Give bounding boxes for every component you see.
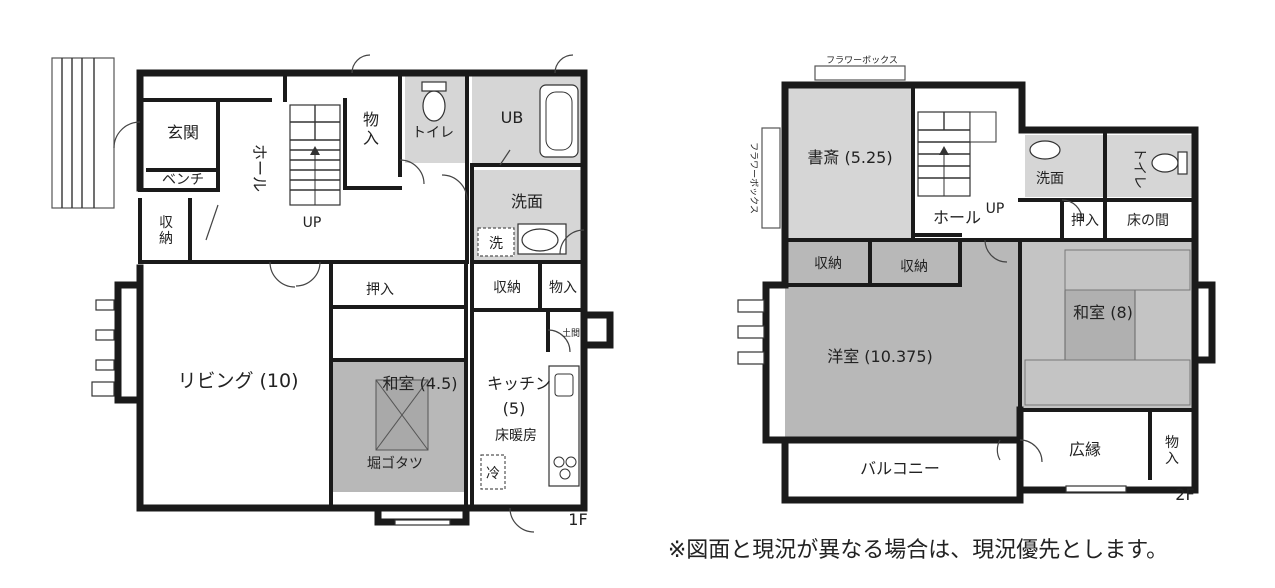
- label-flower-box-side: フラワーボックス: [748, 142, 759, 214]
- label-up-1f: UP: [303, 215, 322, 231]
- room-label-kitchen: キッチン: [487, 374, 551, 393]
- room-label-bench: ベンチ: [162, 172, 204, 188]
- label-floor-heating: 床暖房: [495, 428, 537, 444]
- room-label-shuno-2f-b: 収納: [900, 259, 928, 275]
- label-rei: 冷: [486, 466, 500, 482]
- label-up-2f: UP: [986, 201, 1005, 217]
- room-label-hall: ホール: [250, 144, 269, 192]
- room-label-living: リビング (10): [177, 370, 298, 392]
- room-label-tokonoma: 床の間: [1127, 213, 1169, 229]
- room-label-senmen-2f: 洗面: [1036, 171, 1064, 187]
- room-label-storage-mono: 物入: [363, 110, 379, 147]
- room-label-hall-2f: ホール: [933, 208, 981, 227]
- floor-label-1f: 1F: [568, 510, 587, 529]
- room-label-oshiire-2f: 押入: [1071, 213, 1099, 229]
- room-label-balcony: バルコニー: [860, 459, 940, 478]
- room-label-yoshitsu: 洋室 (10.375): [827, 347, 933, 366]
- floor-1-plan: [51, 54, 614, 533]
- room-label-ub: UB: [501, 108, 524, 127]
- room-label-toilet: トイレ: [412, 125, 454, 141]
- room-label-shosai: 書斎 (5.25): [807, 148, 892, 167]
- room-label-shuno-left: 収納: [159, 215, 173, 247]
- label-flower-box-top: フラワーボックス: [826, 55, 898, 66]
- floor-1-labels: 玄関 ベンチ ホール 物入 トイレ UB 洗面 洗 収納 UP 押入 収納 物入…: [159, 108, 588, 529]
- room-label-shuno-2f-a: 収納: [814, 256, 842, 272]
- floor-label-2f: 2F: [1175, 485, 1194, 504]
- room-label-mono-2f: 物入: [1165, 435, 1179, 467]
- notice-text: ※図面と現況が異なる場合は、現況優先とします。: [668, 538, 1168, 563]
- floor-2-labels: フラワーボックス フラワーボックス 書斎 (5.25) 洗面 トイレ ホール U…: [748, 55, 1195, 504]
- label-sen: 洗: [489, 236, 503, 252]
- room-label-genkan: 玄関: [167, 123, 199, 142]
- room-label-washitsu-2f: 和室 (8): [1073, 303, 1133, 322]
- room-label-kitchen-size: (5): [503, 399, 526, 418]
- label-horigotatsu: 堀ゴタツ: [367, 455, 423, 472]
- room-label-washitsu-1f: 和室 (4.5): [382, 374, 457, 393]
- room-label-senmen: 洗面: [511, 192, 543, 211]
- room-label-toilet-2f: トイレ: [1131, 147, 1147, 189]
- floor-2-plan: [737, 65, 1216, 504]
- room-label-mono-1f: 物入: [549, 280, 577, 296]
- label-doma: 土間: [562, 327, 580, 339]
- room-label-oshiire-1f: 押入: [366, 282, 394, 298]
- room-label-hiroen: 広縁: [1069, 440, 1101, 459]
- room-label-shuno-1f: 収納: [493, 280, 521, 296]
